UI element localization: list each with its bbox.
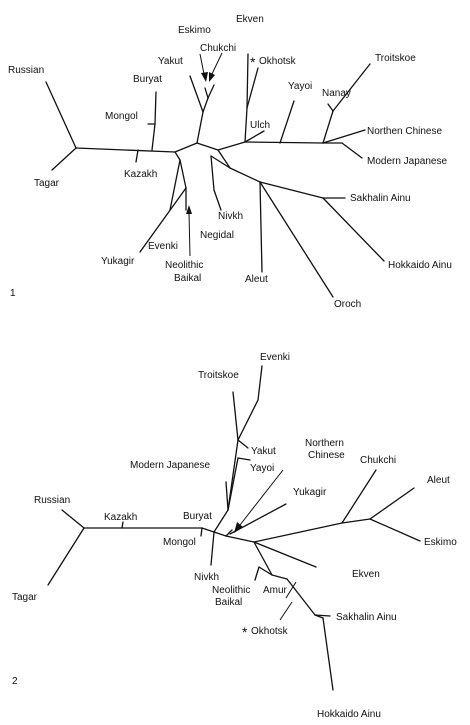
label-eskimo: Eskimo (424, 537, 457, 548)
label-troitskoe: Troitskoe (375, 53, 416, 64)
label-baikal: Baikal (215, 597, 242, 608)
label-nanay: Nanay (322, 88, 351, 99)
label-sakhalin-ainu: Sakhalin Ainu (336, 612, 397, 623)
label-modern-japanese: Modern Japanese (130, 460, 210, 471)
panel-1-number: 1 (10, 288, 16, 299)
label-chinese: Chinese (308, 450, 345, 461)
label-tagar: Tagar (34, 178, 60, 189)
label-amur: Amur (263, 585, 288, 596)
panel-2-number: 2 (12, 676, 18, 687)
label-russian: Russian (8, 65, 44, 76)
label-yukagir: Yukagir (101, 256, 135, 267)
label-kazakh: Kazakh (104, 512, 137, 523)
label-yakut: Yakut (158, 56, 183, 67)
label-aleut: Aleut (245, 274, 268, 285)
label-aleut: Aleut (427, 475, 450, 486)
panel-2-arrows (234, 469, 297, 621)
label-neolithic: Neolithic (212, 585, 250, 596)
label-nivkh: Nivkh (194, 572, 219, 583)
label-buryat: Buryat (183, 511, 212, 522)
label-evenki: Evenki (148, 241, 178, 252)
label-chukchi: Chukchi (200, 43, 236, 54)
label-neolithic: Neolithic (165, 260, 203, 271)
label-sakhalin-ainu: Sakhalin Ainu (350, 193, 411, 204)
okhotsk-marker: * (250, 54, 256, 70)
label-yayoi: Yayoi (288, 81, 312, 92)
label-ulch: Ulch (250, 120, 270, 131)
label-russian: Russian (34, 495, 70, 506)
okhotsk-marker: * (242, 624, 248, 640)
panel-1-branches (45, 53, 385, 298)
label-negidal: Negidal (200, 230, 234, 241)
label-eskimo: Eskimo (178, 25, 211, 36)
panel-1-labels: Russian Tagar Kazakh Mongol Buryat Yakut… (8, 14, 452, 310)
label-buryat: Buryat (133, 74, 162, 85)
label-ekven: Ekven (236, 14, 264, 25)
label-hokkaido-ainu: Hokkaido Ainu (388, 260, 452, 271)
tree-panel-1: Russian Tagar Kazakh Mongol Buryat Yakut… (8, 14, 452, 310)
label-oroch: Oroch (334, 299, 361, 310)
label-okhotsk: Okhotsk (259, 56, 297, 67)
label-chukchi: Chukchi (360, 455, 396, 466)
label-tagar: Tagar (12, 592, 38, 603)
label-modern-japanese: Modern Japanese (367, 156, 447, 167)
label-okhotsk: Okhotsk (251, 626, 289, 637)
label-baikal: Baikal (174, 273, 201, 284)
label-mongol: Mongol (105, 111, 138, 122)
panel-2-branches (47, 365, 421, 691)
label-troitskoe: Troitskoe (198, 370, 239, 381)
label-evenki: Evenki (260, 352, 290, 363)
label-mongol: Mongol (163, 537, 196, 548)
label-northern: Northern (305, 438, 344, 449)
label-northen-chinese: Northen Chinese (367, 126, 442, 137)
label-yukagir: Yukagir (293, 487, 327, 498)
label-kazakh: Kazakh (124, 169, 157, 180)
label-hokkaido-ainu: Hokkaido Ainu (317, 709, 381, 720)
panel-1-arrows (186, 52, 223, 257)
tree-panel-2: Russian Tagar Kazakh Buryat Mongol Nivkh… (12, 352, 457, 720)
panel-2-labels: Russian Tagar Kazakh Buryat Mongol Nivkh… (12, 352, 457, 720)
label-yayoi: Yayoi (250, 463, 274, 474)
label-nivkh: Nivkh (218, 211, 243, 222)
label-ekven: Ekven (352, 569, 380, 580)
label-yakut: Yakut (251, 446, 276, 457)
